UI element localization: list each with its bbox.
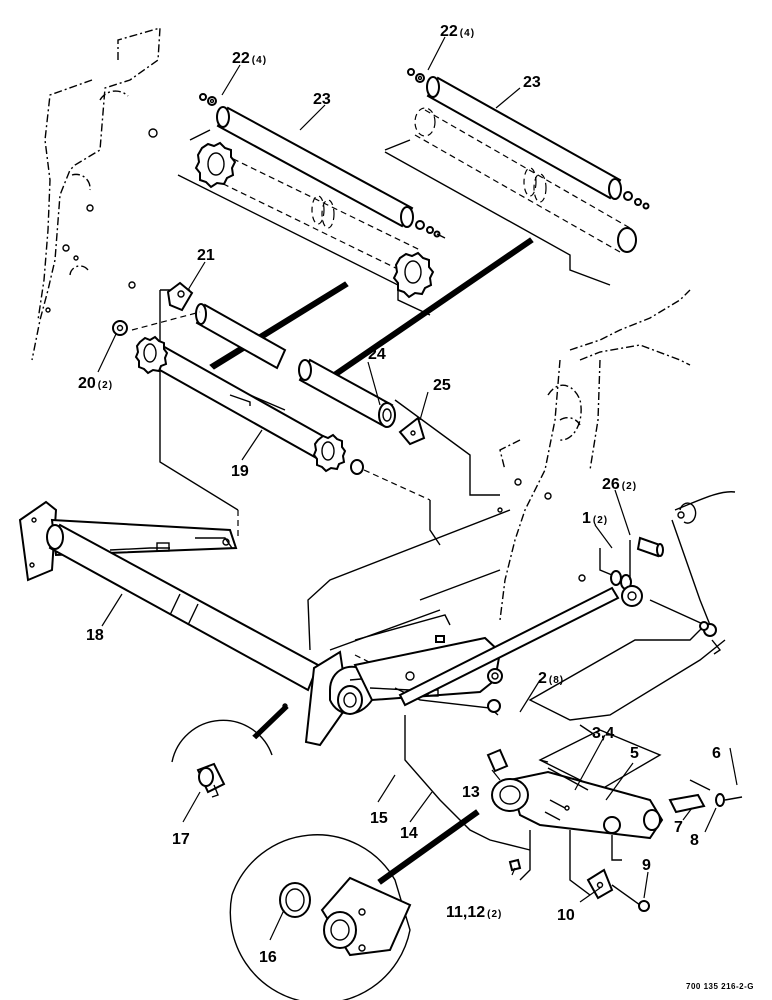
middle-roller-group	[112, 237, 534, 546]
right-bearing-cluster	[528, 502, 726, 721]
callout-25: 25	[433, 377, 451, 394]
detail-circle-16	[229, 809, 480, 1000]
callout-21: 21	[197, 247, 215, 264]
callout-10: 10	[557, 907, 575, 924]
callout-9: 9	[642, 857, 651, 874]
callout-23-left: 23	[313, 91, 331, 108]
callout-2: 2(8)	[538, 670, 564, 687]
callout-23-right: 23	[523, 74, 541, 91]
callout-18: 18	[86, 627, 104, 644]
callout-26: 26(2)	[602, 476, 637, 493]
leader-lines	[97, 36, 738, 941]
callout-16: 16	[259, 949, 277, 966]
callout-8: 8	[690, 832, 699, 849]
drawing-number: 700 135 216-2-G	[686, 982, 754, 991]
callout-7: 7	[674, 819, 683, 836]
upper-right-roller-group	[384, 68, 650, 286]
callout-15: 15	[370, 810, 388, 827]
lower-arm-assembly	[404, 715, 743, 912]
callout-13: 13	[462, 784, 480, 801]
left-frame-outline	[31, 27, 161, 361]
callout-24: 24	[368, 346, 386, 363]
callout-labels: 22(4) 23 22(4) 23 21 20(2) 24 25 19 26(2…	[78, 23, 721, 966]
callout-11-12: 11,12(2)	[446, 904, 502, 921]
callout-17: 17	[172, 831, 190, 848]
right-frame-outline	[497, 289, 736, 631]
detail-circle-17	[171, 703, 289, 798]
callout-22-right: 22(4)	[440, 23, 475, 40]
callout-22-left: 22(4)	[232, 50, 267, 67]
callout-19: 19	[231, 463, 249, 480]
main-tube-assembly	[18, 500, 620, 747]
callout-6: 6	[712, 745, 721, 762]
callout-14: 14	[400, 825, 418, 842]
callout-5: 5	[630, 745, 639, 762]
callout-3-4: 3,4	[592, 725, 614, 742]
callout-20: 20(2)	[78, 375, 113, 392]
callout-1: 1(2)	[582, 510, 608, 527]
upper-left-roller-group	[177, 93, 446, 316]
